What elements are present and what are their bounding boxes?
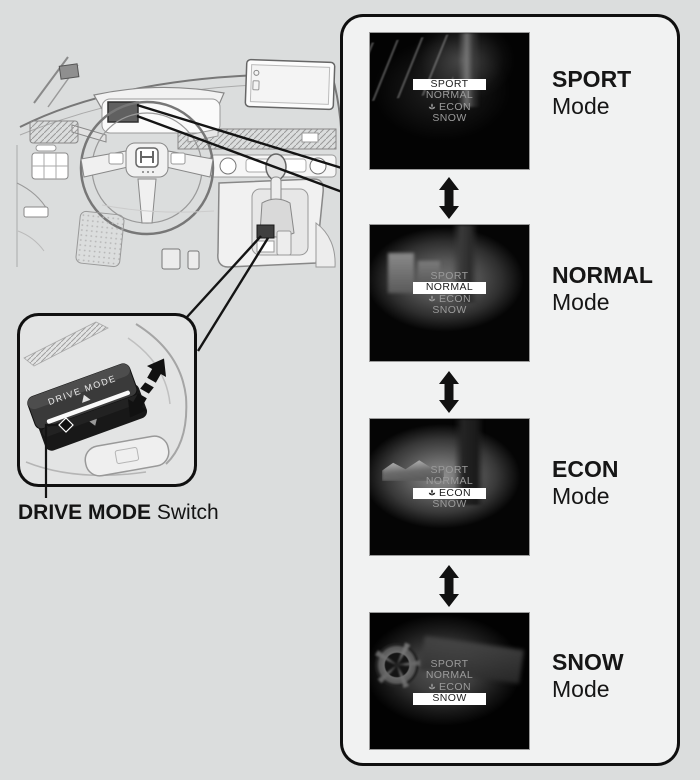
menu-item: NORMAL (425, 89, 474, 102)
menu-item-label: SNOW (432, 498, 467, 511)
mode-label-econ: ECON Mode (552, 456, 619, 509)
mode-name: SPORT (552, 66, 632, 92)
menu-item-label: SNOW (432, 304, 467, 317)
brake-pedal (161, 248, 181, 270)
drive-mode-switch-label: DRIVE MODE Switch (18, 500, 219, 526)
drive-mode-menu: SPORT NORMAL ECON SNOW (370, 270, 529, 317)
left-vent (29, 120, 79, 144)
drive-mode-menu: SPORT NORMAL ECON SNOW (370, 658, 529, 705)
label-regular: Switch (156, 501, 219, 524)
drive-mode-menu: SPORT NORMAL ECON SNOW (370, 464, 529, 511)
menu-item-label: SPORT (430, 658, 469, 670)
mode-cycle-arrow-icon (439, 177, 459, 219)
drive-mode-switch-callout: DRIVE MODE (17, 313, 197, 487)
gear-knob (265, 153, 287, 181)
menu-item: SNOW (413, 692, 486, 705)
screen-scene-sport (370, 33, 529, 169)
mode-suffix: Mode (552, 289, 610, 315)
menu-item-label: NORMAL (425, 475, 474, 488)
menu-item: SNOW (432, 304, 467, 317)
menu-item: SPORT (430, 658, 469, 670)
mode-name: SNOW (552, 649, 624, 675)
console-oval-button (84, 435, 170, 477)
screen-scene-econ (370, 419, 529, 555)
triangle-down-icon (89, 418, 97, 426)
mode-name: ECON (552, 456, 619, 482)
mode-label-snow: SNOW Mode (552, 649, 624, 702)
menu-item-label: SNOW (432, 112, 467, 125)
mode-cycle-arrow-icon (439, 565, 459, 607)
mode-label-normal: NORMAL Mode (552, 262, 653, 315)
mode-cycle-arrow-icon (439, 371, 459, 413)
display-screen-snow: SPORT NORMAL ECON SNOW (369, 612, 530, 750)
dashboard-illustration (16, 56, 343, 270)
mode-label-sport: SPORT Mode (552, 66, 632, 119)
econ-leaf-icon (428, 489, 436, 497)
infotainment-screen (244, 58, 336, 111)
display-screen-econ: SPORT NORMAL ECON SNOW (369, 418, 530, 556)
wheel-buttons-left (108, 152, 124, 165)
screen-knob (253, 69, 260, 76)
wheel-buttons-right (170, 152, 186, 165)
econ-leaf-icon (428, 683, 436, 691)
menu-item: ECON (428, 100, 471, 113)
mode-panel: SPORT NORMAL ECON SNOW SPORT Mode SPORT … (343, 17, 677, 763)
menu-item: NORMAL (413, 281, 486, 294)
side-mirror (58, 63, 80, 80)
menu-item-label: ECON (439, 680, 471, 693)
menu-item: NORMAL (425, 475, 474, 488)
mode-name: NORMAL (552, 262, 653, 288)
footrest (75, 210, 125, 268)
menu-item-label: NORMAL (425, 281, 474, 294)
menu-item-label: SPORT (430, 270, 469, 282)
menu-item-label: ECON (439, 486, 471, 499)
menu-item: ECON (428, 292, 471, 305)
mode-suffix: Mode (552, 676, 610, 702)
menu-item-label: ECON (439, 100, 471, 113)
seat-corner (315, 222, 336, 268)
menu-item-label: NORMAL (425, 89, 474, 102)
menu-item-label: SPORT (430, 78, 469, 90)
econ-leaf-icon (428, 103, 436, 111)
menu-item: NORMAL (425, 669, 474, 682)
menu-item: SPORT (430, 270, 469, 282)
econ-leaf-icon (428, 295, 436, 303)
triangle-up-icon (82, 394, 91, 403)
screen-scene-snow (370, 613, 529, 749)
menu-item: SNOW (432, 498, 467, 511)
drive-mode-switch-console (256, 224, 275, 239)
display-screen-sport: SPORT NORMAL ECON SNOW (369, 32, 530, 170)
menu-item: ECON (428, 680, 471, 693)
menu-item: SNOW (432, 112, 467, 125)
accelerator-pedal (187, 250, 200, 270)
a-pillar-line (33, 56, 69, 104)
label-bold: DRIVE MODE (18, 501, 152, 524)
menu-item-label: ECON (439, 292, 471, 305)
menu-item: SPORT (413, 78, 486, 91)
toggle-direction-arrow-icon (127, 358, 167, 418)
menu-item-label: SNOW (432, 692, 467, 705)
menu-item: SPORT (430, 464, 469, 476)
menu-item: ECON (413, 486, 486, 500)
display-screen-normal: SPORT NORMAL ECON SNOW (369, 224, 530, 362)
dash-trim-band (23, 321, 109, 367)
menu-item-label: SPORT (430, 464, 469, 476)
mode-suffix: Mode (552, 483, 610, 509)
drive-mode-menu: SPORT NORMAL ECON SNOW (370, 78, 529, 125)
console-edge-curve (135, 323, 188, 465)
menu-item-label: NORMAL (425, 669, 474, 682)
switch-slit (46, 390, 130, 424)
window-switches (23, 206, 49, 218)
wheel-spoke-bottom (137, 178, 157, 224)
mode-suffix: Mode (552, 93, 610, 119)
